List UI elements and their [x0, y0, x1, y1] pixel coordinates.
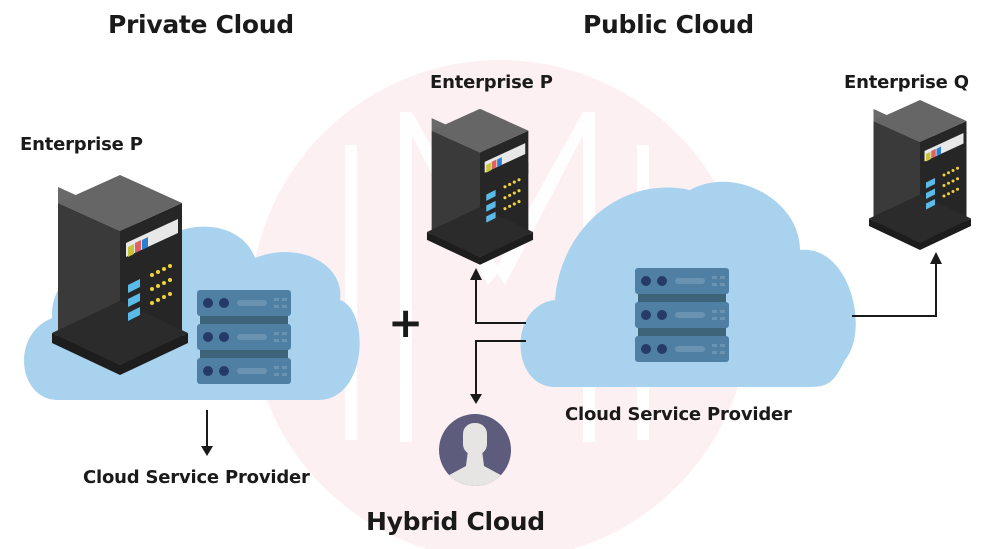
arrow-public-to-enterprise-q — [852, 262, 937, 317]
user-avatar-icon — [439, 414, 511, 486]
enterprise-p-public-server-icon — [426, 108, 534, 265]
public-enterprise-p-label: Enterprise P — [430, 72, 553, 93]
public-cloud-provider-label: Cloud Service Provider — [565, 404, 792, 425]
private-cloud-provider-label: Cloud Service Provider — [83, 467, 310, 488]
arrow-public-to-enterprise-p — [475, 278, 526, 324]
private-provider-server-icon — [197, 290, 291, 384]
public-provider-server-icon — [635, 268, 729, 362]
plus-operator: + — [388, 298, 424, 347]
enterprise-p-private-server-icon — [52, 175, 188, 375]
private-cloud-title: Private Cloud — [108, 10, 294, 39]
public-cloud-title: Public Cloud — [583, 10, 754, 39]
public-enterprise-q-label: Enterprise Q — [844, 72, 969, 93]
private-enterprise-p-label: Enterprise P — [20, 134, 143, 155]
hybrid-cloud-title: Hybrid Cloud — [366, 507, 545, 536]
watermark-circle — [250, 60, 750, 549]
enterprise-q-server-icon — [869, 100, 971, 250]
arrow-public-to-user — [475, 340, 526, 395]
